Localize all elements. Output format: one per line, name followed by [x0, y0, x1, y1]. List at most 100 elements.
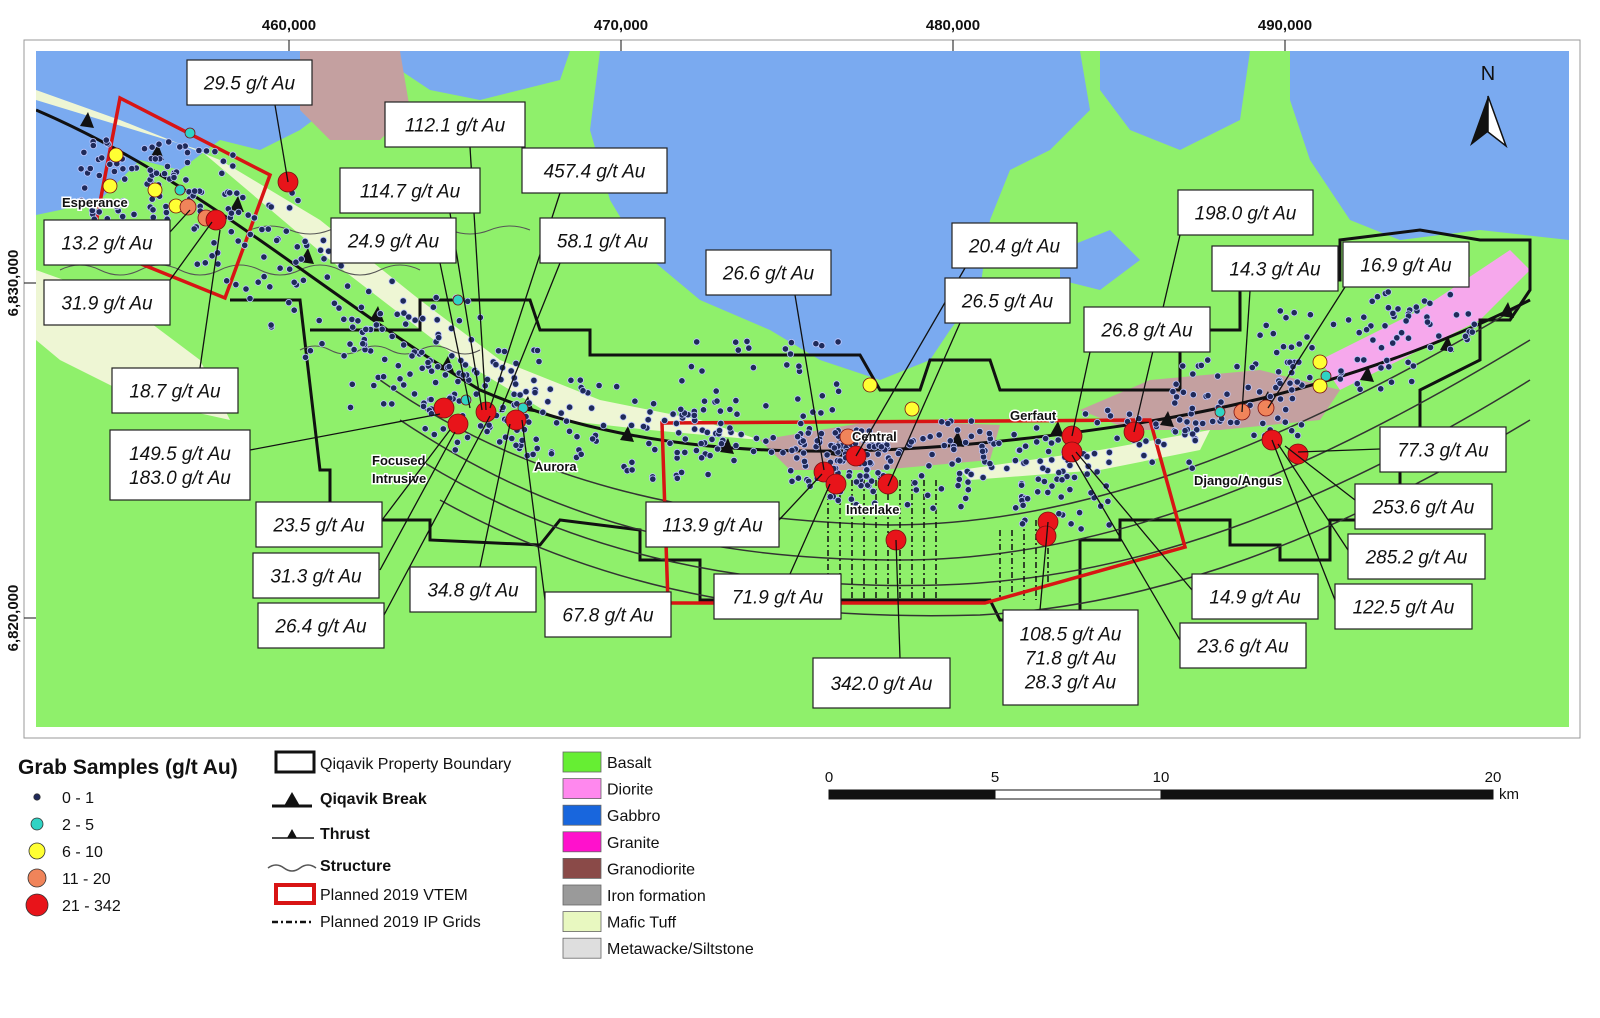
grab-sample-point [242, 285, 250, 293]
grab-sample-point [967, 432, 976, 440]
grab-sample-point [852, 501, 860, 509]
grab-sample-point [507, 367, 515, 375]
grab-sample-point [246, 230, 254, 238]
grab-sample-point [531, 388, 539, 397]
grab-sample-point [924, 491, 932, 499]
grab-sample-point [1287, 343, 1296, 351]
grab-sample-point [697, 439, 705, 448]
grab-sample-point [1393, 334, 1401, 342]
callout-box [544, 591, 672, 638]
grab-sample-point [726, 424, 734, 432]
grab-sample-point [1033, 438, 1041, 446]
grab-sample-point [1256, 388, 1264, 396]
grab-sample-point [929, 504, 937, 512]
grab-sample-point [1105, 448, 1114, 456]
grab-sample-point [681, 435, 689, 443]
grab-sample-point [411, 316, 419, 324]
grab-sample-point [903, 501, 912, 509]
assay-value: 26.8 g/t Au [1100, 321, 1193, 342]
grab-sample-point [205, 209, 227, 231]
grab-sample-point [1093, 468, 1101, 476]
grab-sample-point [1353, 355, 1362, 364]
grab-sample-point [883, 463, 891, 471]
callout-leader [439, 262, 471, 409]
grab-sample-point [871, 499, 879, 507]
grab-class-label: 0 - 1 [62, 790, 94, 807]
grab-sample-point [828, 406, 836, 414]
grab-sample-point [1377, 385, 1385, 393]
grab-sample-point [190, 225, 198, 233]
grab-sample-point [535, 357, 543, 366]
scale-tick: 10 [1153, 769, 1170, 786]
assay-value: 18.7 g/t Au [129, 382, 221, 403]
grab-sample-point [433, 316, 441, 324]
callout-leader [199, 229, 221, 369]
callout-leader [169, 221, 213, 281]
grab-sample-point [874, 434, 882, 442]
assay-value: 198.0 g/t Au [1195, 204, 1297, 225]
grab-sample-point [1217, 398, 1225, 406]
grab-sample-point [163, 162, 172, 170]
grab-sample-point [1276, 395, 1285, 403]
grab-sample-point [223, 277, 231, 285]
grab-sample-point [1012, 504, 1020, 512]
grab-sample-point [1262, 321, 1270, 329]
grab-sample-point [1003, 464, 1011, 472]
grab-sample-point [817, 409, 825, 417]
easting-label: 490,000 [1258, 17, 1312, 34]
assay-value: 71.8 g/t Au [1025, 649, 1117, 670]
grab-sample-point [1019, 501, 1027, 509]
grab-sample-point [713, 397, 721, 405]
grab-class-swatch [27, 868, 47, 888]
grab-sample-point [749, 447, 758, 455]
assay-callout: 23.6 g/t Au [1071, 454, 1307, 669]
grab-sample-point [494, 347, 503, 355]
grab-sample-point [1039, 464, 1047, 472]
assay-value: 23.5 g/t Au [272, 516, 365, 537]
grab-sample-point [1244, 383, 1252, 391]
grab-sample-point [418, 348, 426, 356]
grab-sample-point [254, 278, 262, 286]
grab-sample-point [219, 157, 227, 165]
callout-box [1177, 189, 1314, 236]
callout-leader [521, 419, 546, 601]
grab-sample-point [794, 474, 803, 482]
grab-sample-point [1274, 414, 1282, 422]
geology-label: Metawacke/Siltstone [607, 941, 754, 958]
grab-sample-point [218, 169, 226, 177]
grab-sample-point [1470, 320, 1478, 328]
grab-sample-point [919, 435, 927, 443]
assay-callout: 13.2 g/t Au [43, 209, 191, 266]
grab-sample-point [1452, 311, 1461, 319]
assay-callout: 114.7 g/t Au [339, 167, 483, 411]
grab-sample-point [1057, 493, 1065, 501]
grab-sample-point [1102, 482, 1110, 490]
grab-sample-point [146, 166, 154, 174]
callout-leader [1277, 443, 1349, 551]
grab-sample-point [1021, 442, 1030, 450]
grab-sample-point [147, 182, 163, 198]
grab-sample-point [508, 434, 516, 443]
callout-box [1083, 306, 1211, 353]
grab-sample-point [388, 277, 396, 285]
grab-sample-point [712, 387, 720, 395]
grab-sample-point [362, 325, 370, 333]
grab-sample-point [818, 342, 826, 350]
grab-sample-point [1192, 419, 1200, 427]
grab-sample-point [831, 429, 839, 437]
assay-value: 26.5 g/t Au [961, 292, 1054, 313]
grab-sample-point [882, 432, 890, 440]
grab-sample-point [170, 173, 178, 182]
grab-sample-point [1389, 339, 1397, 347]
grab-sample-point [1282, 314, 1290, 322]
grab-sample-point [1223, 390, 1231, 398]
grab-sample-point [378, 325, 386, 333]
grab-sample-point [102, 136, 110, 144]
grab-sample-point [292, 258, 300, 266]
geology-swatch [562, 937, 602, 959]
grab-sample-point [925, 462, 933, 470]
assay-callout: 16.9 g/t Au [1267, 241, 1470, 409]
grab-sample-point [1197, 361, 1205, 369]
easting-label: 470,000 [594, 17, 648, 34]
